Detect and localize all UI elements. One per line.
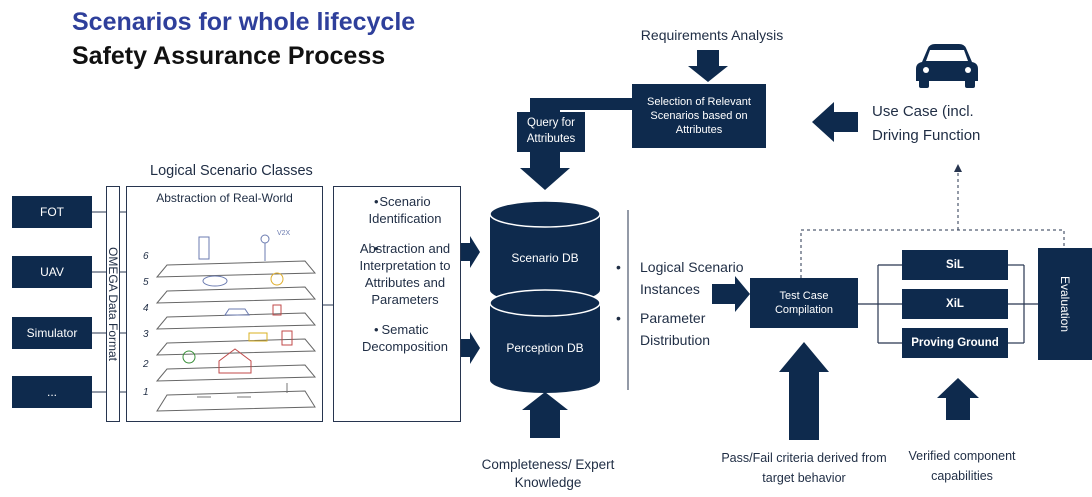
source-more: ...	[12, 376, 92, 408]
pass-fail-label: Pass/Fail criteria derived from target b…	[721, 451, 887, 485]
instances-item-2: •Parameter Distribution	[616, 309, 711, 349]
evaluation-label: Evaluation	[1058, 275, 1073, 333]
source-fot: FOT	[12, 196, 92, 228]
instances-list: •Logical Scenario Instances •Parameter D…	[612, 256, 772, 352]
layer-number-1: 1	[143, 387, 149, 398]
instances-item-1: •Logical Scenario Instances	[616, 259, 744, 298]
perception-db-cylinder	[489, 289, 601, 393]
arrow-to-scenario-db	[461, 236, 480, 268]
env-connectors	[858, 264, 1038, 344]
source-connectors	[92, 211, 106, 393]
arrow-to-testcase	[712, 276, 750, 312]
step-sematic-decomposition: Sematic Decomposition	[358, 321, 452, 356]
perception-db-label: Perception DB	[506, 341, 584, 355]
instances-text-2: Parameter Distribution	[640, 309, 711, 349]
step-abstraction-interpretation: Abstraction and Interpretation to Attrib…	[358, 240, 452, 309]
feedback-dashed	[800, 170, 1065, 278]
scenario-db-cylinder	[489, 200, 601, 303]
completeness-label: Completeness/ Expert Knowledge	[481, 457, 615, 491]
omega-label: OMEGA Data Format	[106, 246, 120, 362]
selection-box: Selection of Relevant Scenarios based on…	[632, 84, 766, 148]
use-case-label: Use Case (incl. Driving Function	[872, 103, 981, 144]
env-proving-ground: Proving Ground	[902, 328, 1008, 358]
layer-number-5: 5	[143, 277, 149, 288]
arrow-completeness-up	[522, 392, 568, 438]
feedback-arrowhead	[954, 164, 962, 172]
title-line-1: Scenarios for whole lifecycle	[72, 8, 416, 36]
arrow-passfail-up	[779, 342, 829, 440]
realworld-abstraction-panel: Abstraction of Real-World V2	[126, 186, 323, 422]
process-steps-panel: Scenario Identification Abstraction and …	[333, 186, 461, 422]
verified-label: Verified component capabilities	[908, 449, 1016, 483]
title-line-2: Safety Assurance Process	[72, 42, 386, 70]
layer-number-4: 4	[143, 303, 149, 314]
arrow-to-perception-db	[461, 332, 480, 364]
omega-data-format: OMEGA Data Format	[106, 186, 120, 422]
step-scenario-identification: Scenario Identification	[358, 193, 452, 228]
query-attributes-box: Query for Attributes	[517, 112, 585, 152]
layer-sketch: V2X	[155, 230, 317, 412]
source-uav: UAV	[12, 256, 92, 288]
car-icon	[916, 44, 978, 88]
source-simulator: Simulator	[12, 317, 92, 349]
test-case-box: Test Case Compilation	[750, 278, 858, 328]
v2x-tag: V2X	[277, 230, 291, 237]
arrow-verified-up	[937, 378, 979, 420]
env-xil: XiL	[902, 289, 1008, 319]
arrow-usecase-left	[812, 102, 858, 142]
evaluation-box: Evaluation	[1038, 248, 1092, 360]
arrow-requirements-down	[688, 50, 728, 82]
env-sil: SiL	[902, 250, 1008, 280]
instances-text-1: Logical Scenario Instances	[640, 259, 744, 298]
layer-number-2: 2	[143, 359, 149, 370]
requirements-label: Requirements Analysis	[640, 27, 784, 43]
scenario-db-label: Scenario DB	[511, 251, 579, 265]
logical-classes-label: Logical Scenario Classes	[150, 163, 313, 179]
abstraction-label: Abstraction of Real-World	[156, 191, 293, 205]
layer-number-3: 3	[143, 329, 149, 340]
layer-number-6: 6	[143, 251, 149, 262]
